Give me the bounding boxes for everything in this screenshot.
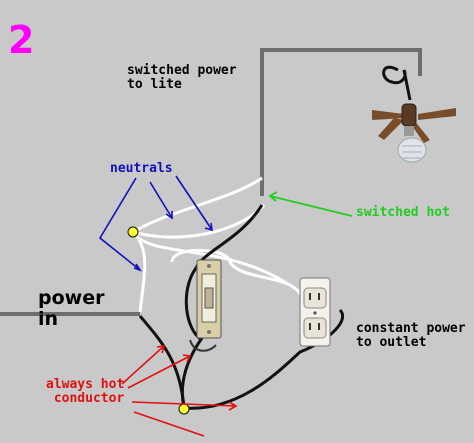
- switched-hot-label: switched hot: [356, 205, 450, 220]
- always-hot-label: always hot conductor: [46, 377, 125, 407]
- hot-to-outlet: [183, 308, 344, 410]
- step-number: 2: [8, 18, 35, 62]
- duplex-outlet-icon: [299, 277, 331, 347]
- neutral-wires: [131, 176, 302, 313]
- power-in-line1: power: [38, 287, 105, 309]
- neutral-to-power: [131, 230, 147, 313]
- constant-power-label: constant power to outlet: [356, 321, 466, 351]
- neutral-splice: [127, 226, 139, 238]
- neutral-from-light-1: [132, 176, 263, 234]
- switched-power-line1: switched power: [127, 63, 237, 78]
- neutrals-label: neutrals: [110, 161, 173, 176]
- cables: [0, 48, 422, 316]
- switched-power-line2: to lite: [127, 77, 182, 93]
- always-hot-line2: conductor: [53, 391, 125, 407]
- neutrals-arrows: [98, 175, 213, 272]
- cable-to-light: [260, 48, 422, 196]
- hot-splice: [178, 403, 190, 415]
- neutral-to-outlet: [131, 231, 301, 294]
- power-in-label: power in: [38, 288, 104, 330]
- light-switch-icon: [189, 259, 222, 352]
- switched-power-label: switched power to lite: [127, 63, 237, 93]
- neutral-loop-outlet: [170, 248, 302, 295]
- hot-to-switch: [180, 337, 204, 409]
- constant-power-line1: constant power: [356, 321, 466, 336]
- constant-power-line2: to outlet: [356, 335, 427, 351]
- always-hot-arrows: [121, 345, 238, 437]
- power-in-line2: in: [38, 307, 59, 330]
- switched-hot-arrow: [268, 191, 353, 217]
- ceiling-fan-icon: [372, 65, 456, 163]
- always-hot-line1: always hot: [46, 377, 125, 392]
